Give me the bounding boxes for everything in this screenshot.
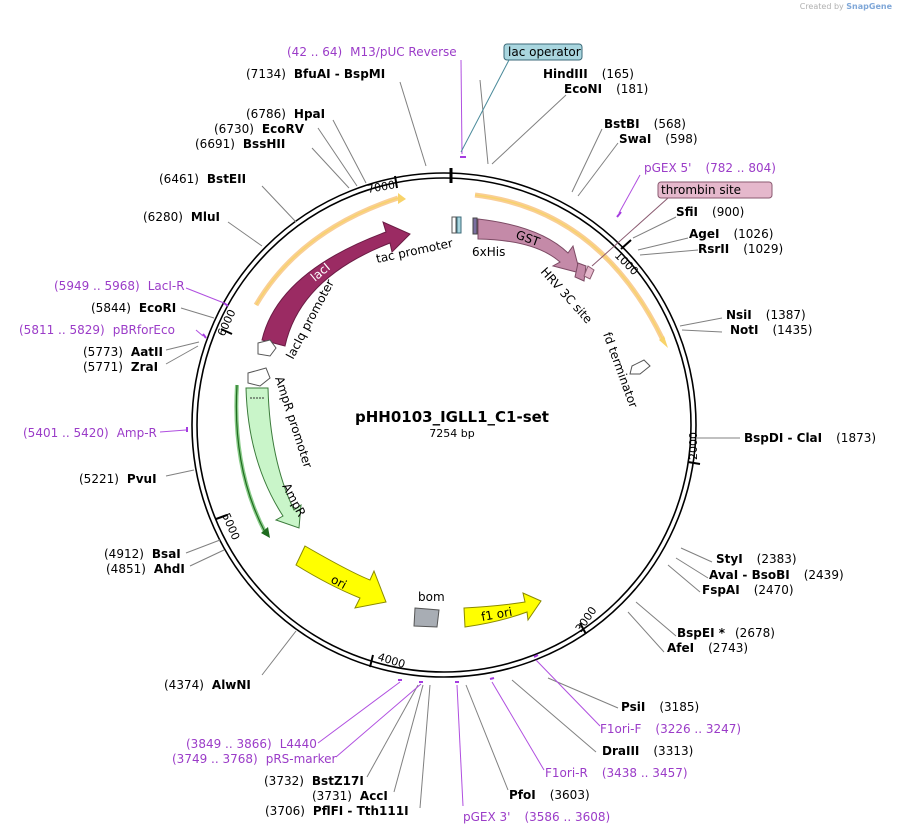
site-acci: (3731)AccI (312, 789, 388, 803)
plasmid-title: pHH0103_IGLL1_C1-set (355, 408, 549, 426)
ori-feature (295, 545, 387, 609)
site-pvui: (5221)PvuI (79, 472, 157, 486)
site-draiii: DraIII(3313) (602, 744, 693, 758)
primer-pbrforeco: (5811 .. 5829)pBRforEco (19, 323, 175, 337)
lacI-feature (261, 221, 411, 347)
site-noti: NotI(1435) (730, 323, 812, 337)
site-afei: AfeI(2743) (667, 641, 748, 655)
site-styi: StyI(2383) (716, 552, 797, 566)
plasmid-size: 7254 bp (429, 427, 474, 440)
site-psii: PsiI(3185) (621, 700, 699, 714)
tick-5000: 5000 (215, 511, 242, 542)
site-avai-bsobi: AvaI - BsoBI(2439) (709, 568, 844, 582)
primer-prs-marker: (3749 .. 3768)pRS-marker (172, 752, 336, 766)
tac-promoter-feature (451, 216, 457, 234)
ampr-feature (245, 387, 302, 529)
thrombin-site-feature (583, 265, 595, 280)
backbone-inner (196, 177, 692, 673)
thrombin-site-label-box (657, 181, 773, 199)
primer-pgex-3: pGEX 3'(3586 .. 3608) (463, 810, 610, 824)
site-bsshii: (6691)BssHII (195, 137, 285, 151)
primer-pgex-5: pGEX 5'(782 .. 804) (644, 161, 776, 175)
6xhis-feature (472, 217, 478, 235)
svg-text:5000: 5000 (219, 511, 242, 542)
primer-f1ori-f: F1ori-F(3226 .. 3247) (600, 722, 741, 736)
lac-operator-feature (456, 216, 462, 234)
site-alwni: (4374)AlwNI (164, 678, 251, 692)
site-ecorv: (6730)EcoRV (214, 122, 305, 136)
tick-2000: 2000 (687, 432, 701, 465)
lac-operator-label-box (503, 43, 583, 61)
site-aatii: (5773)AatII (83, 345, 163, 359)
site-ahdi: (4851)AhdI (106, 562, 185, 576)
site-bspdi-clai: BspDI - ClaI(1873) (744, 431, 876, 445)
site-pfoi: PfoI(3603) (509, 788, 590, 802)
svg-text:4000: 4000 (376, 650, 407, 671)
svg-text:ori: ori (329, 572, 349, 592)
site-hpai: (6786)HpaI (246, 107, 325, 121)
site-bstbi: BstBI(568) (604, 117, 686, 131)
site-nsii: NsiI(1387) (726, 308, 806, 322)
tick-7000: 7000 (366, 175, 398, 196)
bom-feature (413, 607, 440, 628)
site-bspei: BspEI *(2678) (677, 626, 775, 640)
site-hindiii: HindIII(165) (543, 67, 634, 81)
fd-terminator-feature (629, 359, 651, 375)
site-swai: SwaI(598) (619, 132, 698, 146)
backbone-outer (191, 172, 697, 678)
site-sfii: SfiI(900) (676, 205, 744, 219)
svg-text:bom: bom (418, 590, 445, 604)
site-zrai: (5771)ZraI (83, 360, 158, 374)
snapgene-logo: SnapGene (846, 2, 892, 11)
site-agei: AgeI(1026) (689, 227, 773, 241)
site-fspai: FspAI(2470) (702, 583, 794, 597)
gst-highlight-line (474, 194, 664, 341)
primer-l4440: (3849 .. 3866)L4440 (186, 737, 317, 751)
site-mlui: (6280)MluI (143, 210, 220, 224)
svg-text:lac operator: lac operator (508, 45, 581, 59)
svg-text:6xHis: 6xHis (472, 245, 505, 259)
site-rsrii: RsrII(1029) (698, 242, 783, 256)
svg-text:f1 ori: f1 ori (480, 605, 513, 624)
lacIq-promoter-feature (257, 339, 277, 357)
site-bstz17i: (3732)BstZ17I (264, 774, 364, 788)
gst-feature (477, 218, 581, 274)
lacI-highlight-line (255, 197, 399, 306)
primer-amp-r: (5401 .. 5420)Amp-R (23, 426, 157, 440)
svg-text:AmpR promoter: AmpR promoter (272, 375, 315, 470)
site-bsai: (4912)BsaI (104, 547, 181, 561)
primer-m13-puc-reverse: (42 .. 64)M13/pUC Reverse (287, 45, 457, 59)
site-bsteii: (6461)BstEII (159, 172, 246, 186)
snapgene-credit: Created by SnapGene (799, 2, 892, 11)
svg-text:1000: 1000 (612, 249, 641, 278)
ampr-promoter-feature (247, 367, 271, 387)
hrv-3c-site-feature (574, 262, 587, 282)
svg-text:7000: 7000 (366, 178, 396, 196)
svg-text:2000: 2000 (687, 432, 700, 460)
primer-laci-r: (5949 .. 5968)LacI-R (54, 279, 185, 293)
site-ecori: (5844)EcoRI (91, 301, 176, 315)
site-bfuai-bspmi: (7134)BfuAI - BspMI (246, 67, 385, 81)
primer-f1ori-r: F1ori-R(3438 .. 3457) (545, 766, 688, 780)
svg-text:thrombin site: thrombin site (661, 183, 741, 197)
f1-ori-feature (463, 592, 542, 628)
site-pflfi-tth111i: (3706)PflFI - Tth111I (265, 804, 409, 818)
site-econi: EcoNI(181) (564, 82, 648, 96)
